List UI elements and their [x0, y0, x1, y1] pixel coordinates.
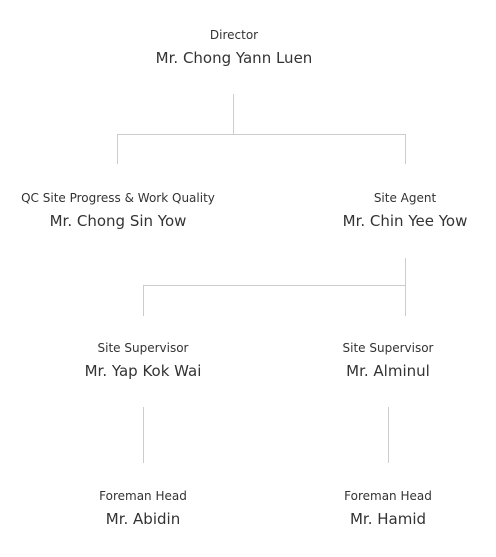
node-supervisor-1: Site Supervisor Mr. Yap Kok Wai	[58, 340, 228, 381]
connector-to-foreman-1	[143, 407, 144, 463]
node-qc: QC Site Progress & Work Quality Mr. Chon…	[8, 190, 228, 231]
name-site-agent: Mr. Chin Yee Yow	[342, 212, 468, 230]
connector-director-down	[233, 94, 234, 134]
name-supervisor-1: Mr. Yap Kok Wai	[84, 362, 202, 380]
connector-level1-horizontal	[117, 134, 405, 135]
node-foreman-1: Foreman Head Mr. Abidin	[58, 488, 228, 529]
node-foreman-2: Foreman Head Mr. Hamid	[303, 488, 473, 529]
role-qc: QC Site Progress & Work Quality	[21, 191, 215, 205]
role-director: Director	[209, 28, 259, 42]
name-director: Mr. Chong Yann Luen	[155, 49, 313, 67]
role-supervisor-2: Site Supervisor	[342, 341, 434, 355]
connector-to-supervisor-1	[143, 285, 144, 316]
connector-to-foreman-2	[388, 407, 389, 463]
node-director: Director Mr. Chong Yann Luen	[134, 27, 334, 68]
node-site-agent: Site Agent Mr. Chin Yee Yow	[320, 190, 490, 231]
connector-to-site-agent	[405, 134, 406, 164]
role-foreman-2: Foreman Head	[344, 489, 432, 503]
role-foreman-1: Foreman Head	[99, 489, 187, 503]
node-supervisor-2: Site Supervisor Mr. Alminul	[303, 340, 473, 381]
role-site-agent: Site Agent	[373, 191, 437, 205]
name-foreman-1: Mr. Abidin	[105, 510, 181, 528]
name-qc: Mr. Chong Sin Yow	[49, 212, 187, 230]
connector-to-qc	[117, 134, 118, 164]
connector-level2-horizontal	[143, 285, 405, 286]
role-supervisor-1: Site Supervisor	[97, 341, 189, 355]
connector-site-agent-down	[405, 258, 406, 316]
name-foreman-2: Mr. Hamid	[349, 510, 427, 528]
name-supervisor-2: Mr. Alminul	[346, 362, 430, 380]
